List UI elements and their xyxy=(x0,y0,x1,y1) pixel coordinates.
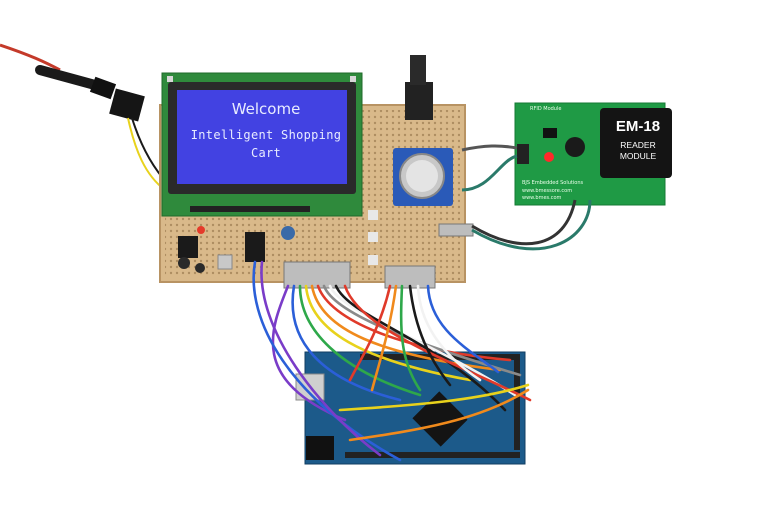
push-button xyxy=(217,254,233,270)
lcd-mount-hole xyxy=(350,76,356,82)
em18-title: EM-18 xyxy=(615,118,661,135)
arduino-header-side xyxy=(514,360,520,450)
dc-jack-body xyxy=(109,88,145,122)
lcd-screen-glow xyxy=(177,90,347,184)
arduino-chip xyxy=(412,391,468,447)
header-connector xyxy=(283,261,351,289)
rfid-site-2: www.bmes.com xyxy=(522,195,562,201)
rfid-chip-small xyxy=(543,128,557,138)
rfid-led xyxy=(544,152,554,162)
lcd-screen xyxy=(177,90,347,184)
lcd-line-2: Cart xyxy=(250,146,282,160)
lcd-mount-hole xyxy=(167,76,173,82)
rfid-cable-a xyxy=(461,144,518,152)
em18-reader-label: READER xyxy=(620,140,656,150)
lcd-header-pins xyxy=(190,206,310,212)
power-cable xyxy=(0,43,61,72)
rfid-header-label: RFID Module xyxy=(530,106,562,112)
tact-switch xyxy=(368,210,378,220)
rfid-reader-chip xyxy=(600,108,672,178)
lcd-welcome-text: Welcome xyxy=(231,100,301,118)
dc-barrel xyxy=(306,436,334,460)
sensor-top xyxy=(410,55,426,85)
sensor-header xyxy=(405,82,433,120)
red-led xyxy=(197,226,205,234)
rfid-header xyxy=(517,144,529,164)
trimpot xyxy=(281,226,295,240)
tact-switch xyxy=(368,255,378,265)
lcd-line-1: Intelligent Shopping xyxy=(190,128,342,142)
ic-socket xyxy=(245,232,265,262)
arduino-header-bottom xyxy=(345,452,520,458)
em18-module-label: MODULE xyxy=(619,151,657,161)
jumper-wires xyxy=(252,260,532,462)
dc-jack-plug xyxy=(89,76,117,100)
rfid-buzzer xyxy=(565,137,585,157)
power-cable-black xyxy=(35,65,100,90)
rfid-maker-label: BJS Embedded Solutions xyxy=(522,180,584,186)
capacitor xyxy=(195,263,205,273)
voltage-regulator xyxy=(178,236,198,258)
tact-switch xyxy=(368,232,378,242)
arduino-board xyxy=(304,351,526,465)
rtc-battery-inner xyxy=(406,160,438,192)
header-connector xyxy=(438,223,474,237)
rfid-cable-d xyxy=(471,199,577,246)
rfid-cable-c xyxy=(471,199,592,251)
rfid-site-1: www.bmessore.com xyxy=(522,188,573,194)
capacitor xyxy=(178,257,190,269)
rfid-cable-b xyxy=(461,154,518,192)
